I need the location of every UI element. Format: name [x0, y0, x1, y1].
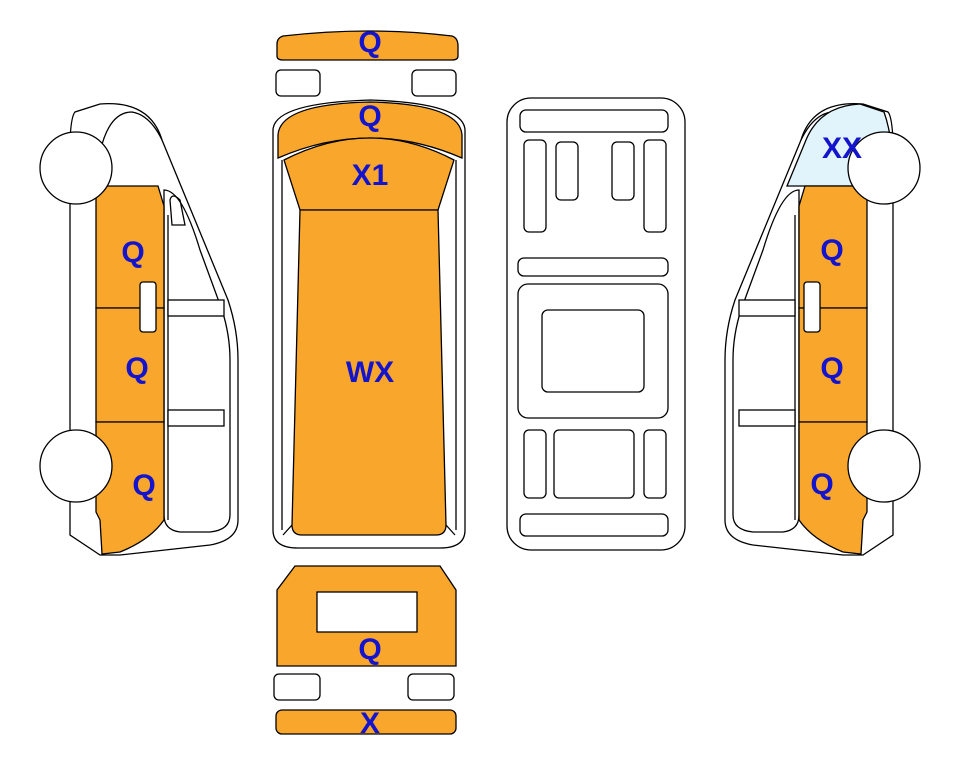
label-front-bumper: Q [358, 26, 381, 59]
label-hood: Q [358, 100, 381, 133]
underside-cross-bar-1 [517, 257, 669, 277]
left-window-bar-2 [167, 409, 225, 427]
underside-center-box [541, 309, 645, 393]
rear-right-light [407, 673, 455, 701]
rear-view: Q X [273, 565, 457, 740]
front-bumper-panel [276, 30, 459, 61]
right-rear-wheel [847, 429, 921, 503]
label-right-front-glass: XX [822, 132, 862, 165]
windshield-panel [283, 137, 455, 211]
right-side-view: XX Q Q Q [724, 102, 921, 556]
underside-rear-box [553, 429, 635, 499]
top-corner-line-left [282, 524, 293, 536]
underside-front-rail-3 [611, 141, 635, 201]
top-corner-line-right [445, 524, 456, 536]
label-left-rear-door: Q [125, 352, 148, 385]
left-front-wheel [39, 131, 113, 205]
right-front-wheel [847, 131, 921, 205]
label-roof: WX [346, 356, 394, 389]
underside-front-rail-2 [555, 141, 579, 201]
right-front-door-panel [798, 185, 868, 309]
underside-front-rail-1 [523, 139, 547, 233]
right-window-bar-2 [738, 409, 796, 427]
left-rear-wheel [39, 429, 113, 503]
rear-left-light [273, 673, 321, 701]
underside-view [506, 97, 686, 551]
rear-window [316, 591, 418, 633]
underside-front-bar [519, 109, 669, 133]
underside-rear-rail-2 [643, 429, 667, 499]
underside-front-rail-4 [643, 139, 667, 233]
label-left-front-door: Q [121, 236, 144, 269]
right-door-handle [803, 281, 821, 333]
label-left-rear-quarter: Q [132, 469, 155, 502]
label-tailgate: Q [358, 633, 381, 666]
left-side-view: Q Q Q [39, 102, 239, 556]
left-window-frame [163, 189, 231, 533]
underside-rear-bar [519, 513, 669, 537]
label-windshield: X1 [352, 159, 389, 192]
front-right-light [411, 69, 457, 97]
left-door-handle [139, 281, 157, 333]
right-window-bar-1 [738, 299, 796, 317]
roof-panel [291, 209, 447, 536]
label-right-rear-door: Q [820, 352, 843, 385]
rear-bumper-panel [275, 709, 457, 735]
right-window-frame [732, 189, 800, 533]
top-view: Q Q X1 WX [272, 26, 466, 549]
left-front-door-panel [95, 185, 165, 309]
underside-rear-rail-1 [523, 429, 547, 499]
left-window-bar-1 [167, 299, 225, 317]
left-rear-quarter-panel [95, 421, 165, 555]
label-rear-bumper: X [360, 707, 380, 740]
label-right-rear-quarter: Q [810, 468, 833, 501]
label-right-front-door: Q [820, 234, 843, 267]
left-mirror [169, 195, 186, 226]
front-left-light [275, 69, 321, 97]
